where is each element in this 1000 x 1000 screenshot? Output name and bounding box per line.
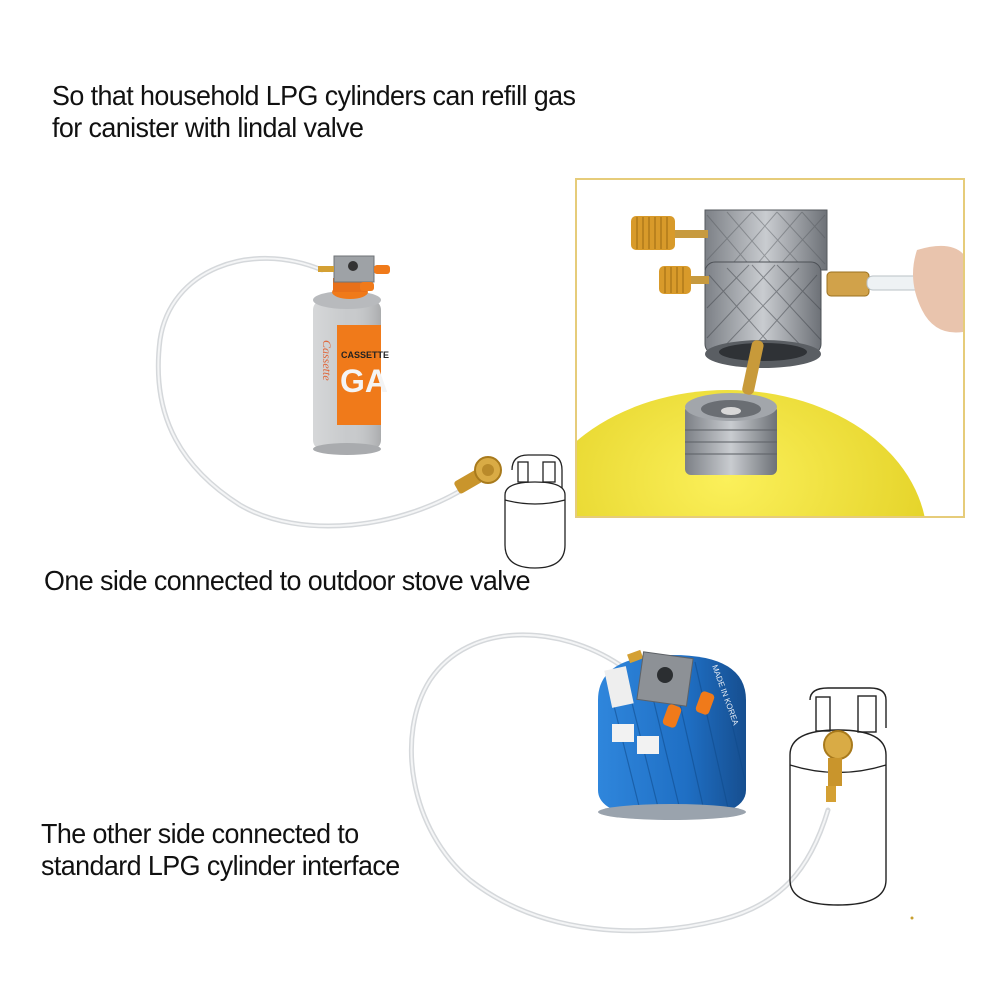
- refill-adapter-small: [318, 255, 390, 299]
- adapter-closeup-illustration: [577, 209, 963, 516]
- lpg-caption-line-2: standard LPG cylinder interface: [41, 850, 400, 881]
- made-in-korea-text: MADE IN KOREA: [710, 664, 740, 727]
- lpg-tank-sketch-large: [789, 687, 887, 906]
- lpg-interface-caption: The other side connected to standard LPG…: [41, 818, 400, 882]
- brass-lpg-connector: [823, 730, 853, 802]
- lpg-tank-sketch-small: [504, 454, 566, 569]
- svg-text:Cassette: Cassette: [320, 340, 334, 381]
- svg-text:GA: GA: [340, 363, 388, 399]
- closeup-photo-inset: [575, 178, 965, 518]
- svg-text:CASSETTE: CASSETTE: [341, 350, 389, 360]
- brass-hose-fitting: [454, 456, 502, 494]
- cassette-gas-can: CASSETTE GA Cassette: [313, 291, 389, 455]
- refill-adapter-on-blue-canister: [627, 649, 715, 728]
- brass-valve-knob-lower: [659, 266, 709, 294]
- stove-valve-caption: One side connected to outdoor stove valv…: [44, 565, 531, 596]
- lpg-caption-line-1: The other side connected to: [41, 818, 359, 849]
- brass-valve-knob-upper: [631, 216, 708, 250]
- headline-line-1: So that household LPG cylinders can refi…: [52, 80, 576, 111]
- headline-line-2: for canister with lindal valve: [52, 112, 364, 143]
- blue-gas-canister: MADE IN KOREA: [598, 655, 746, 820]
- headline-caption: So that household LPG cylinders can refi…: [52, 80, 576, 144]
